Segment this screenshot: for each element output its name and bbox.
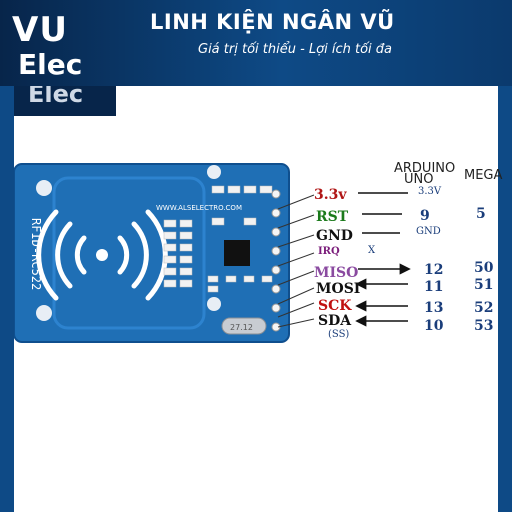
header-arduino: ARDUINO (394, 161, 456, 176)
rfid-wave-icon (36, 209, 168, 301)
ss-note: (SS) (328, 329, 350, 340)
mega-sda: 53 (474, 318, 494, 334)
pin-label-sda: SDA (318, 313, 352, 329)
uno-gnd: GND (416, 226, 441, 237)
crystal-label: 27.12 (230, 323, 253, 332)
pin-label-rst: RST (316, 209, 349, 225)
header-banner: VU Elec LINH KIỆN NGÂN VŨ Giá trị tối th… (0, 0, 512, 86)
pin-label-miso: MISO (314, 265, 359, 281)
brand-logo: VU Elec (8, 6, 118, 82)
mega-miso: 50 (474, 260, 494, 276)
pin-wires (277, 194, 315, 328)
watermark-logo: Elec (14, 86, 116, 116)
board-site: WWW.ALSELECTRO.COM (156, 204, 242, 212)
uno-3v3: 3.3V (418, 186, 442, 197)
mounting-hole (36, 180, 52, 196)
mega-rst: 5 (476, 206, 486, 222)
rfid-board: RFID-RC522 WWW.ALSELECTRO.COM 27.12 (14, 163, 290, 343)
board-name: RFID-RC522 (29, 218, 43, 290)
header-uno: UNO (404, 172, 434, 187)
logo-line-1: VU (12, 10, 68, 50)
pin-label-irq: IRQ (318, 246, 340, 257)
pcb-body (14, 164, 289, 342)
pin-header (271, 189, 281, 332)
uno-rst: 9 (420, 208, 430, 224)
logo-line-2: Elec (18, 48, 83, 81)
pin-label-3v3: 3.3v (314, 187, 347, 203)
mounting-hole (36, 305, 52, 321)
rc522-chip (224, 240, 250, 266)
mounting-hole (207, 165, 221, 179)
uno-mosi: 11 (424, 279, 444, 295)
mega-mosi: 51 (474, 277, 494, 293)
mounting-hole (207, 297, 221, 311)
antenna-coil (52, 176, 206, 330)
signal-arrows (355, 192, 411, 327)
smd-components (163, 185, 273, 293)
header-mega: MEGA (464, 168, 503, 183)
pin-label-sck: SCK (318, 298, 352, 314)
pin-label-gnd: GND (316, 228, 353, 244)
brand-tagline: Giá trị tối thiểu - Lợi ích tối đa (198, 42, 392, 57)
uno-miso: 12 (424, 262, 444, 278)
mega-sck: 52 (474, 300, 494, 316)
crystal-oscillator (221, 317, 267, 335)
uno-irq: X (368, 245, 376, 256)
uno-sck: 13 (424, 300, 444, 316)
brand-title: LINH KIỆN NGÂN VŨ (150, 10, 395, 34)
pin-label-mosi: MOSI (316, 281, 361, 297)
uno-sda: 10 (424, 318, 444, 334)
